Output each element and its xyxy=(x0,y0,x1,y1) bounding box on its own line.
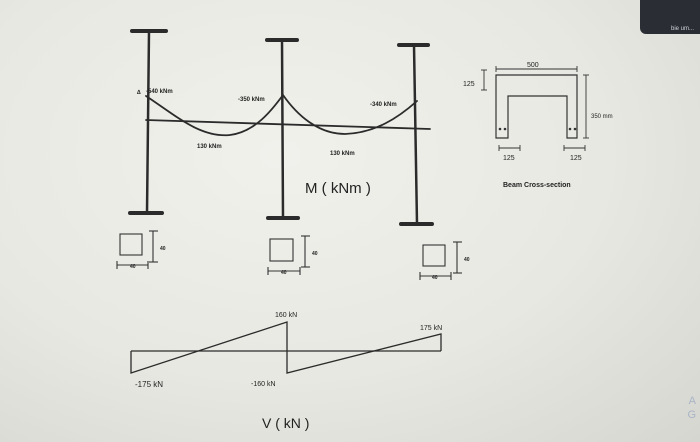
column-depth-label-mid: 40 xyxy=(312,251,318,257)
device-corner: bie um... xyxy=(640,0,700,34)
column-depth-label-left: 40 xyxy=(160,246,166,252)
moment-diagram-title: M ( kNm ) xyxy=(305,180,371,197)
device-corner-text: bie um... xyxy=(670,26,694,32)
beam-width-label: 500 xyxy=(527,62,539,69)
column-width-label-left: 40 xyxy=(130,264,136,270)
column-section-square-right xyxy=(422,244,446,267)
column-section-square-mid xyxy=(269,238,294,262)
column-left xyxy=(145,29,151,215)
shear-line xyxy=(130,321,442,374)
column-right xyxy=(412,43,419,226)
moment-left-label: -540 kNm xyxy=(146,89,173,95)
column-mid xyxy=(280,38,285,220)
beam-web-right-label: 125 xyxy=(570,155,582,162)
corner-letter-a: A xyxy=(688,395,696,407)
column-section-square-left xyxy=(119,233,143,256)
beam-rebar-dots xyxy=(498,127,577,131)
column-detail-mid xyxy=(267,235,310,275)
moment-span2-label: 130 kNm xyxy=(330,151,355,157)
moment-left-symbol: ∆ xyxy=(137,89,141,96)
shear-right-max-label: 175 kN xyxy=(420,325,442,332)
moment-span1-label: 130 kNm xyxy=(197,144,222,150)
shear-mid-min-label: -160 kN xyxy=(251,381,276,388)
moment-curve xyxy=(145,93,418,137)
beam-web-left-label: 125 xyxy=(503,155,515,162)
column-detail-left xyxy=(116,230,158,269)
beam-flange-label: 125 xyxy=(463,81,475,88)
column-width-label-right: 40 xyxy=(432,275,438,281)
beam-section-outline xyxy=(495,74,578,139)
column-detail-right xyxy=(419,241,462,280)
column-width-label-mid: 40 xyxy=(281,270,287,276)
corner-letters: A G xyxy=(678,394,700,442)
moment-right-label: -340 kNm xyxy=(370,102,397,108)
beam-cross-section-title: Beam Cross-section xyxy=(503,182,571,189)
beam-depth-label: 350 mm xyxy=(591,114,613,120)
shear-left-min-label: -175 kN xyxy=(135,380,163,389)
shear-diagram xyxy=(130,321,442,374)
beam-axis xyxy=(145,119,431,130)
shear-mid-max-label: 160 kN xyxy=(275,312,297,319)
column-depth-label-right: 40 xyxy=(464,257,470,263)
moment-mid-support-label: -350 kNm xyxy=(238,97,265,103)
shear-diagram-title: V ( kN ) xyxy=(262,415,309,431)
corner-letter-g: G xyxy=(687,409,696,421)
beam-cross-section xyxy=(481,66,589,151)
